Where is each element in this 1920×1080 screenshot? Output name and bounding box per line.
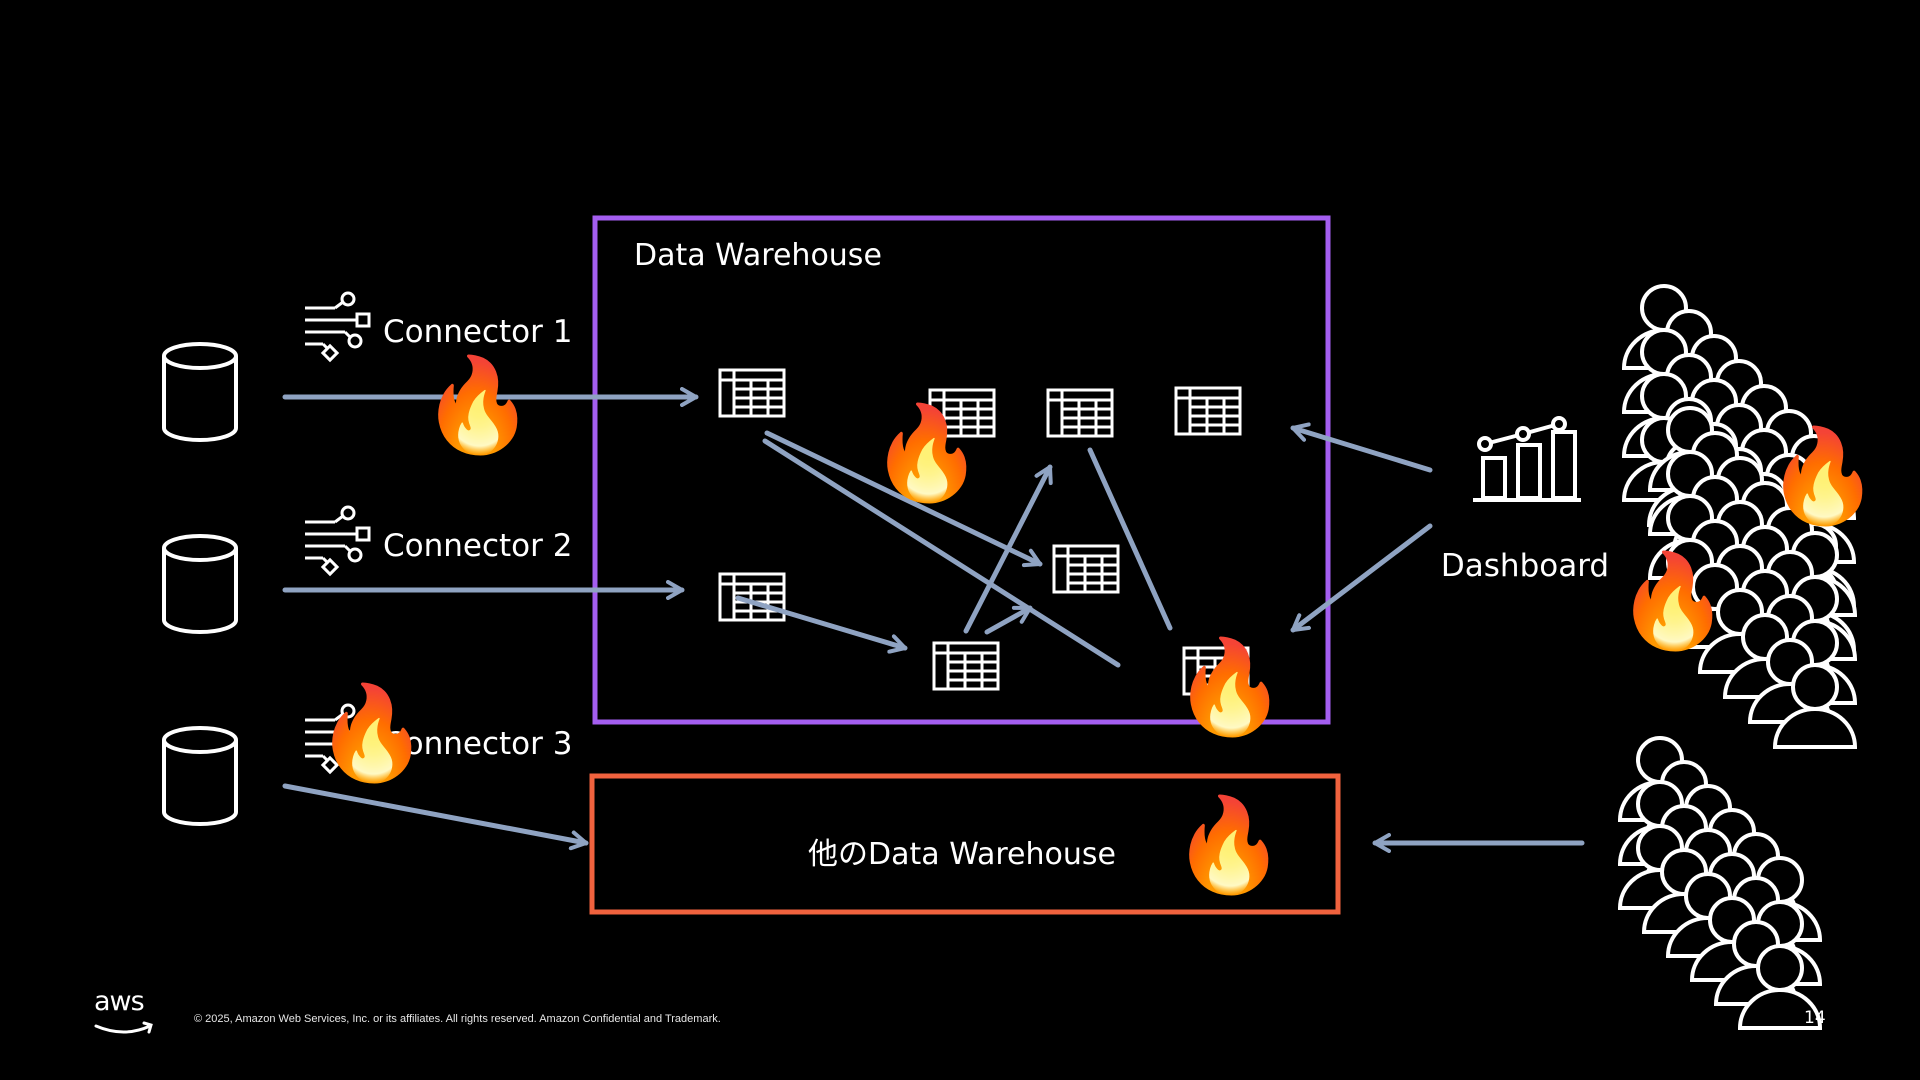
arrow-connector-3 [282,783,589,851]
fire-icon: 🔥 [315,680,430,785]
arrow-internal [735,595,908,654]
fire-icon: 🔥 [1173,634,1288,739]
table-icon [1174,386,1242,436]
database-icon [162,726,238,826]
connector-1-label: Connector 1 [383,314,572,350]
user-group-other-warehouse [1618,736,1822,1030]
database-icon [162,342,238,442]
arrow-dashboard-2 [1290,523,1433,633]
arrow-dashboard-1 [1290,422,1433,473]
fire-icon: 🔥 [1766,423,1881,528]
fire-icon: 🔥 [1616,548,1731,653]
bar-chart-icon [1473,416,1581,502]
data-warehouse-box [592,215,1331,725]
fire-icon: 🔥 [421,352,536,457]
table-icon [718,572,786,622]
connector-2-label: Connector 2 [383,528,572,564]
connector-icon [303,291,371,362]
data-warehouse-title: Data Warehouse [634,238,882,273]
other-warehouse-title: 他のData Warehouse [808,837,1116,872]
arrow-internal [963,464,1053,634]
database-icon [162,534,238,634]
arrow-internal [984,605,1033,635]
table-icon [932,641,1000,691]
connector-3-label: Connector 3 [383,726,572,762]
alert-fires: 🔥 🔥 🔥 🔥 🔥 🔥 🔥 [315,352,1881,897]
aws-logo: aws [92,986,158,1036]
table-icon [718,368,786,418]
connector-icon [303,505,371,576]
aws-logo-text: aws [94,986,145,1017]
table-icon [1052,544,1120,594]
fire-icon: 🔥 [870,400,985,505]
table-icon [1046,388,1114,438]
arrow-internal [764,430,1043,568]
fire-icon: 🔥 [1172,792,1287,897]
arrow-internal [1087,447,1173,631]
page-number: 14 [1804,1008,1826,1028]
arrow-internal [762,438,1121,668]
copyright-footer: © 2025, Amazon Web Services, Inc. or its… [194,1013,721,1025]
aws-smile-icon [94,1021,153,1034]
other-warehouse-box [589,773,1341,915]
dashboard-label: Dashboard [1441,548,1609,584]
